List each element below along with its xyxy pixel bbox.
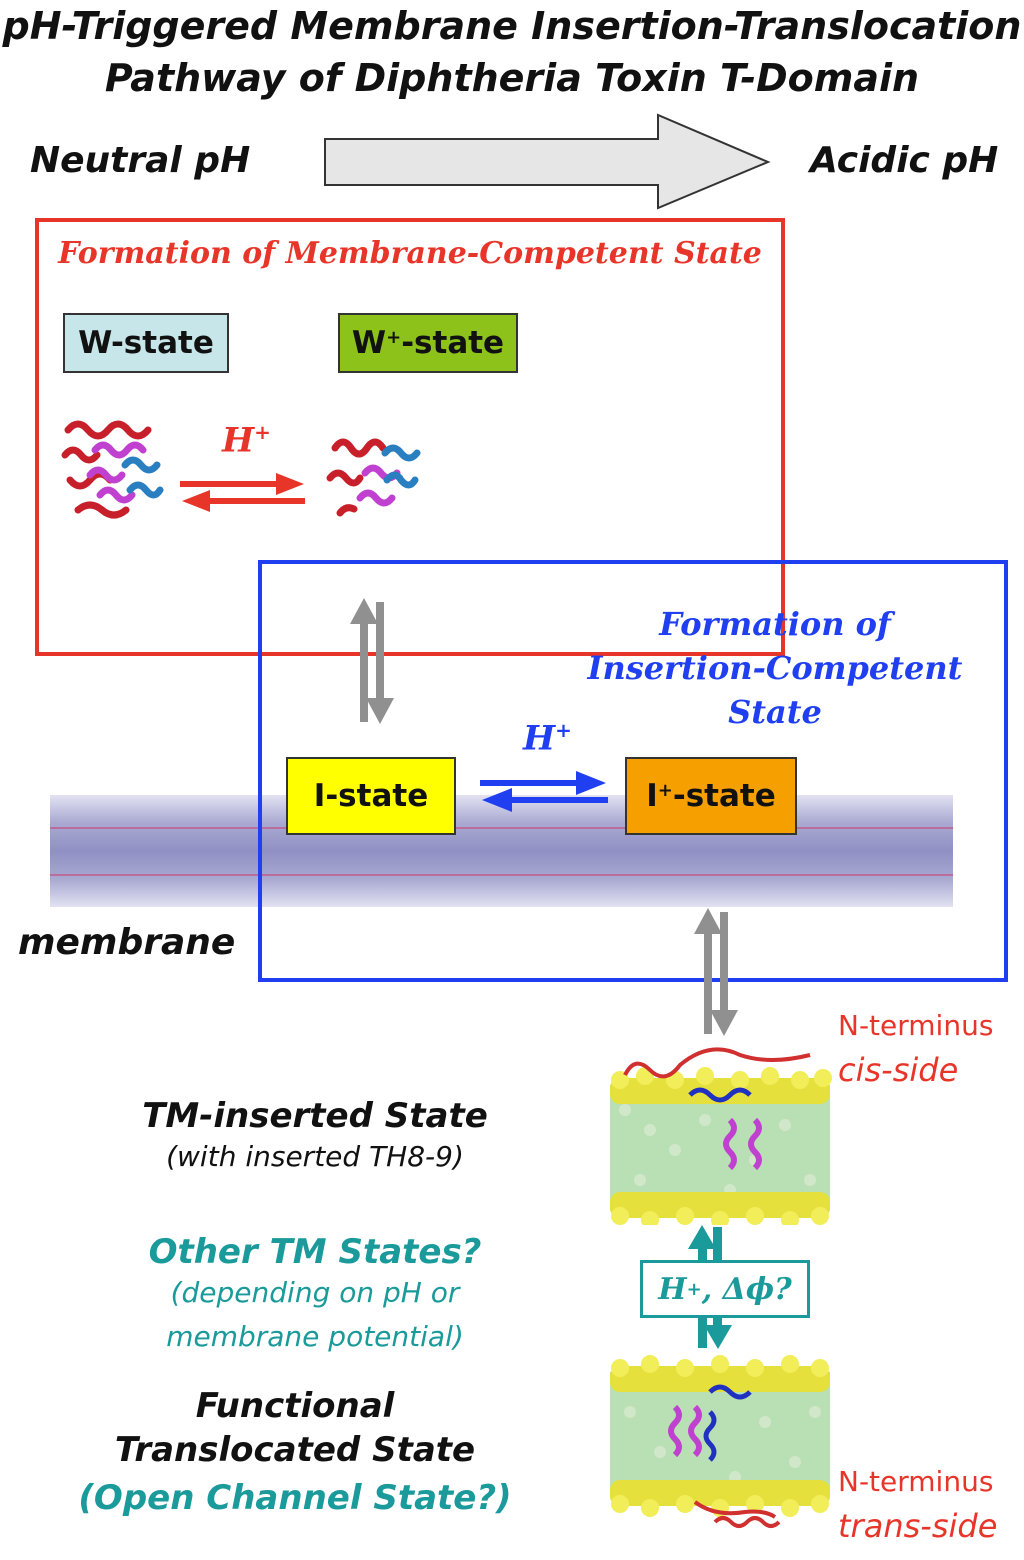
tm-inserted-membrane-image xyxy=(610,1047,832,1225)
w-state-box: W-state xyxy=(63,313,229,373)
blue-equilibrium-arrows xyxy=(480,771,608,812)
membrane-band xyxy=(50,795,953,907)
gray-vertical-arrows-upper xyxy=(350,598,394,724)
title-line-1: pH-Triggered Membrane Insertion-Transloc… xyxy=(2,4,1022,48)
membrane-competent-box xyxy=(35,218,785,656)
functional-line-1: Functional xyxy=(195,1386,395,1426)
insertion-competent-box xyxy=(258,560,1008,982)
proton-label-red: H+ xyxy=(222,420,271,461)
ph-gradient-arrow xyxy=(324,113,771,210)
translocated-membrane-image xyxy=(610,1355,830,1528)
other-tm-states-title: Other TM States? xyxy=(148,1232,482,1272)
neutral-ph-label: Neutral pH xyxy=(30,140,251,181)
w-state-protein-structure xyxy=(61,420,164,519)
tm-inserted-subtitle: (with inserted TH8-9) xyxy=(166,1140,464,1173)
other-tm-states-line-1: (depending on pH or xyxy=(170,1276,460,1309)
title-line-2: Pathway of Diphtheria Toxin T-Domain xyxy=(104,56,920,100)
acidic-ph-label: Acidic pH xyxy=(810,140,999,181)
other-tm-states-line-2: membrane potential) xyxy=(166,1320,464,1353)
i-state-box: I-state xyxy=(286,757,456,835)
functional-line-3: (Open Channel State?) xyxy=(78,1478,512,1518)
w-plus-state-protein-structure xyxy=(326,438,421,517)
i-plus-state-box: I+-state xyxy=(625,757,797,835)
gray-vertical-arrows-lower xyxy=(694,908,738,1036)
proton-label-blue: H+ xyxy=(523,718,572,759)
insertion-competent-heading-1: Formation of xyxy=(659,605,891,643)
membrane-label: membrane xyxy=(18,922,236,963)
n-terminus-cis-label: N-terminus cis-side xyxy=(838,1009,994,1089)
tm-inserted-title: TM-inserted State xyxy=(142,1096,488,1136)
proton-potential-label-box: H+, Δϕ? xyxy=(640,1260,810,1318)
n-terminus-trans-label: N-terminus trans-side xyxy=(838,1465,998,1545)
red-equilibrium-arrows xyxy=(180,473,305,512)
membrane-competent-heading: Formation of Membrane-Competent State xyxy=(58,236,762,271)
functional-line-2: Translocated State xyxy=(114,1430,476,1470)
w-plus-state-box: W+-state xyxy=(338,313,518,373)
insertion-competent-heading-2: Insertion-Competent State xyxy=(587,649,963,731)
